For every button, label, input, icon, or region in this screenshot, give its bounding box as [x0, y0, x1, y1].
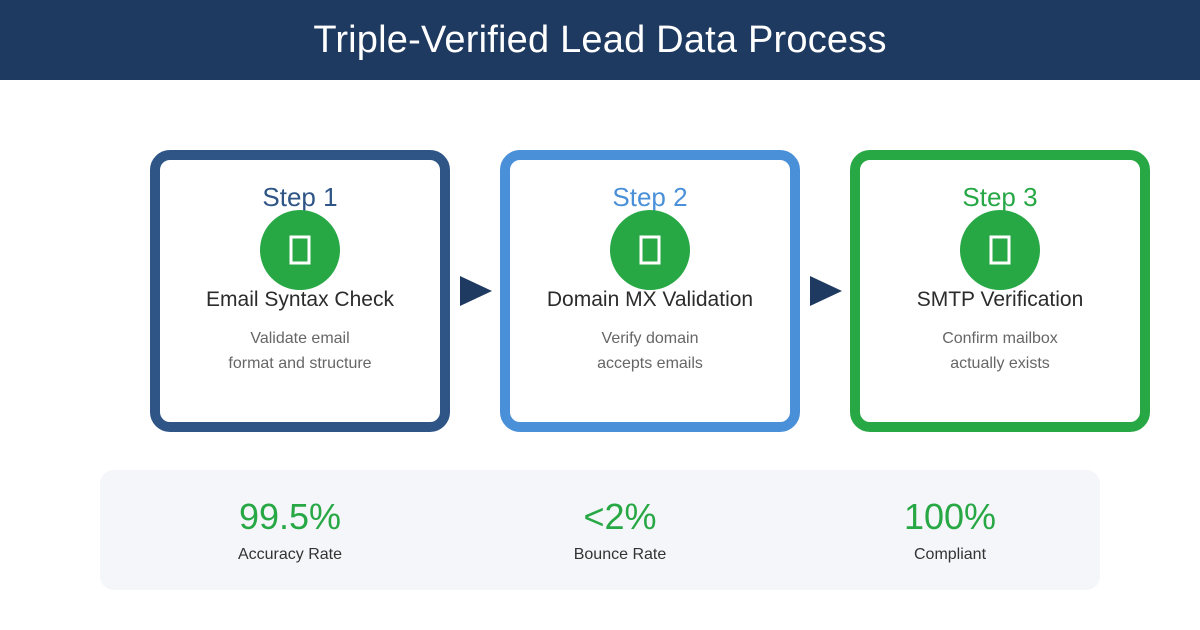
header-banner: Triple-Verified Lead Data Process: [0, 0, 1200, 80]
step-title: Email Syntax Check: [206, 288, 394, 311]
step-title: SMTP Verification: [916, 288, 1084, 311]
document-icon: [989, 235, 1011, 265]
step-description-line: Validate email: [250, 330, 350, 347]
stat-bounce: <2% Bounce Rate: [520, 496, 720, 564]
stat-value: 99.5%: [238, 496, 342, 537]
step-description-line: Confirm mailbox: [942, 330, 1058, 347]
stat-label: Compliant: [913, 546, 987, 563]
step-description-line: accepts emails: [597, 355, 703, 372]
page-title: Triple-Verified Lead Data Process: [313, 18, 887, 61]
step-icon-badge: [960, 210, 1040, 290]
step-card-1: Step 1 Email Syntax Check Validate email…: [150, 150, 450, 432]
step-label: Step 1: [262, 182, 338, 212]
arrow-right-icon: [460, 276, 492, 306]
step-label: Step 3: [962, 182, 1038, 212]
stat-compliant: 100% Compliant: [850, 496, 1050, 564]
document-icon: [639, 235, 661, 265]
step-description: Validate email format and structure: [160, 326, 440, 376]
step-description-line: actually exists: [950, 355, 1050, 372]
step-description-line: Verify domain: [601, 330, 699, 347]
stat-value: <2%: [583, 496, 657, 537]
step-title: Domain MX Validation: [546, 288, 754, 311]
document-icon: [289, 235, 311, 265]
stat-value: 100%: [903, 496, 997, 537]
step-description-line: format and structure: [228, 355, 372, 372]
step-icon-badge: [260, 210, 340, 290]
stat-label: Accuracy Rate: [237, 546, 343, 563]
stats-panel: 99.5% Accuracy Rate <2% Bounce Rate 100%…: [100, 470, 1100, 590]
stat-label: Bounce Rate: [573, 546, 667, 563]
step-icon-badge: [610, 210, 690, 290]
stat-accuracy: 99.5% Accuracy Rate: [190, 496, 390, 564]
step-label: Step 2: [612, 182, 688, 212]
step-description: Confirm mailbox actually exists: [860, 326, 1140, 376]
arrow-right-icon: [810, 276, 842, 306]
step-card-2: Step 2 Domain MX Validation Verify domai…: [500, 150, 800, 432]
step-card-3: Step 3 SMTP Verification Confirm mailbox…: [850, 150, 1150, 432]
step-description: Verify domain accepts emails: [510, 326, 790, 376]
